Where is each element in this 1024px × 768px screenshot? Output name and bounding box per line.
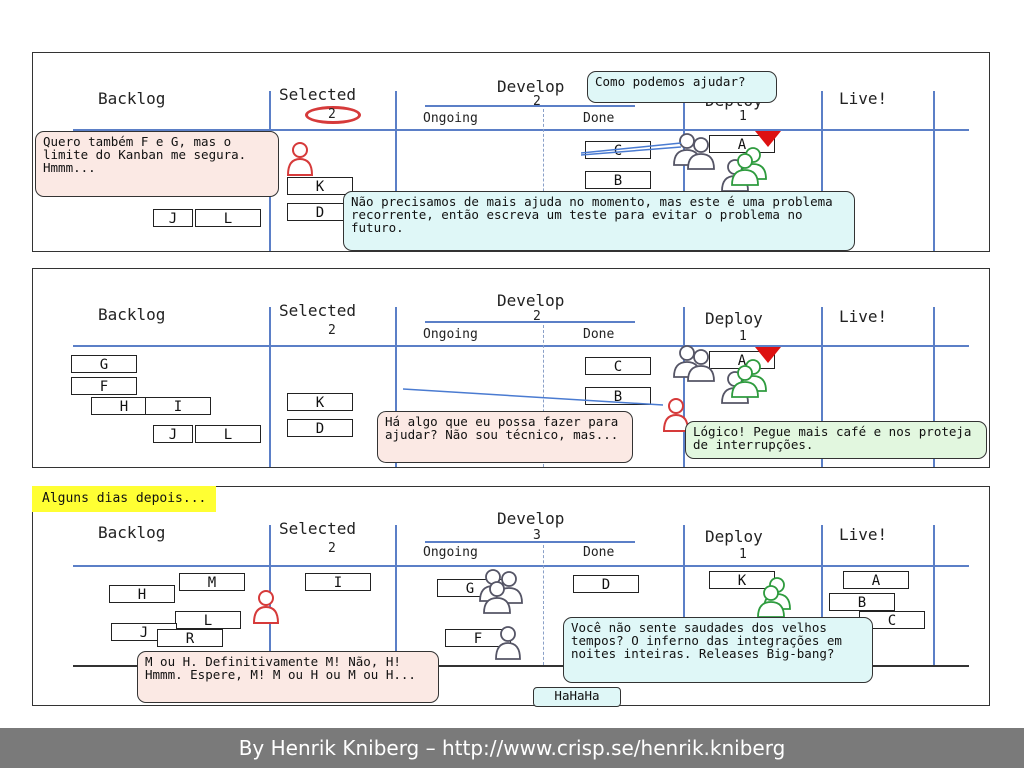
column-deploy: Deploy (705, 309, 763, 328)
team-people-icon (673, 345, 767, 404)
card-i: I (305, 573, 371, 591)
wip-limit-highlight (305, 106, 361, 124)
subcolumn-done: Done (583, 111, 615, 126)
deploy-limit: 1 (739, 109, 747, 124)
team-question-bubble: Como podemos ajudar? (587, 71, 777, 103)
column-divider (395, 307, 397, 467)
card-d: D (287, 419, 353, 437)
kanban-panel-1: Backlog Selected 2 Develop 2 Ongoing Don… (32, 52, 990, 252)
selected-limit: 2 (328, 323, 336, 338)
develop-limit: 3 (533, 528, 541, 543)
column-selected: Selected (279, 301, 357, 320)
card-l: L (195, 209, 261, 227)
develop-split-line (543, 545, 544, 665)
team-people-icon (479, 569, 523, 614)
column-develop: Develop (497, 509, 565, 528)
subcolumn-ongoing: Ongoing (423, 327, 478, 342)
column-divider (821, 525, 823, 665)
subcolumn-done: Done (583, 545, 615, 560)
board-header-line (73, 565, 969, 567)
subcolumn-done: Done (583, 327, 615, 342)
column-live: Live! (839, 89, 888, 108)
subcolumn-ongoing: Ongoing (423, 111, 478, 126)
pointer-lines (581, 142, 682, 156)
deploy-limit: 1 (739, 329, 747, 344)
card-f: F (71, 377, 137, 395)
card-l: L (195, 425, 261, 443)
column-divider (933, 91, 935, 251)
pointer-lines (403, 388, 663, 406)
kanban-panel-2: Backlog Selected 2 Develop 2 Ongoing Don… (32, 268, 990, 468)
develop-limit: 2 (533, 309, 541, 324)
develop-split-line (543, 325, 544, 467)
column-backlog: Backlog (98, 89, 166, 108)
column-divider (683, 525, 685, 665)
board-bottom-line (73, 665, 969, 667)
selected-limit: 2 (328, 541, 336, 556)
selected-limit: 2 (328, 107, 336, 122)
card-k: K (287, 177, 353, 195)
card-j: J (153, 209, 193, 227)
card-i: I (145, 397, 211, 415)
develop-subheader-line (425, 541, 635, 543)
column-divider (821, 307, 823, 467)
footer-credit: By Henrik Kniberg – http://www.crisp.se/… (0, 728, 1024, 768)
column-divider (269, 307, 271, 467)
deploy-limit: 1 (739, 547, 747, 562)
develop-subheader-line (425, 321, 635, 323)
card-d: D (573, 575, 639, 593)
card-c: C (585, 357, 651, 375)
card-g: G (71, 355, 137, 373)
blocker-flag-icon (755, 347, 781, 363)
time-skip-tag: Alguns dias depois... (32, 486, 217, 512)
deploy-team-people-icon (757, 577, 791, 618)
column-divider (933, 307, 935, 467)
card-r: R (157, 629, 223, 647)
column-divider (821, 91, 823, 251)
card-k: K (287, 393, 353, 411)
subcolumn-ongoing: Ongoing (423, 545, 478, 560)
column-backlog: Backlog (98, 523, 166, 542)
column-divider (683, 91, 685, 251)
laughing-person-icon (495, 626, 521, 660)
column-selected: Selected (279, 519, 357, 538)
column-backlog: Backlog (98, 305, 166, 324)
customer-speech-bubble: Quero também F e G, mas o limite do Kanb… (35, 131, 279, 197)
team-speech-bubble: Lógico! Pegue mais café e nos proteja de… (685, 421, 987, 459)
card-j: J (153, 425, 193, 443)
develop-subheader-line (425, 105, 635, 107)
laugh-bubble: HaHaHa (533, 687, 621, 707)
customer-person-icon (286, 142, 314, 176)
card-h: H (109, 585, 175, 603)
manager-speech-bubble: Há algo que eu possa fazer para ajudar? … (377, 411, 633, 463)
board-header-line (73, 345, 969, 347)
column-live: Live! (839, 525, 888, 544)
card-b: B (585, 171, 651, 189)
manager-person-icon (662, 398, 690, 432)
develop-limit: 2 (533, 94, 541, 109)
column-live: Live! (839, 307, 888, 326)
team-reply-bubble: Não precisamos de mais ajuda no momento,… (343, 191, 855, 251)
column-deploy: Deploy (705, 527, 763, 546)
card-l: L (175, 611, 241, 629)
card-b: B (829, 593, 895, 611)
develop-split-line (543, 109, 544, 251)
card-m: M (179, 573, 245, 591)
team-people-icon (673, 133, 767, 192)
column-develop: Develop (497, 77, 565, 96)
board-header-line (73, 129, 969, 131)
column-selected: Selected (279, 85, 357, 104)
team-speech-bubble: Você não sente saudades dos velhos tempo… (563, 617, 873, 683)
column-divider (395, 525, 397, 665)
column-divider (395, 91, 397, 251)
blocker-flag-icon (755, 131, 781, 147)
customer-speech-bubble: M ou H. Definitivamente M! Não, H! Hmmm.… (137, 651, 439, 703)
kanban-panel-3: Backlog Selected 2 Develop 3 Ongoing Don… (32, 486, 990, 707)
customer-person-icon (252, 590, 280, 624)
card-c: C (859, 611, 925, 629)
column-divider (933, 525, 935, 665)
column-develop: Develop (497, 291, 565, 310)
card-a: A (843, 571, 909, 589)
column-divider (683, 307, 685, 467)
